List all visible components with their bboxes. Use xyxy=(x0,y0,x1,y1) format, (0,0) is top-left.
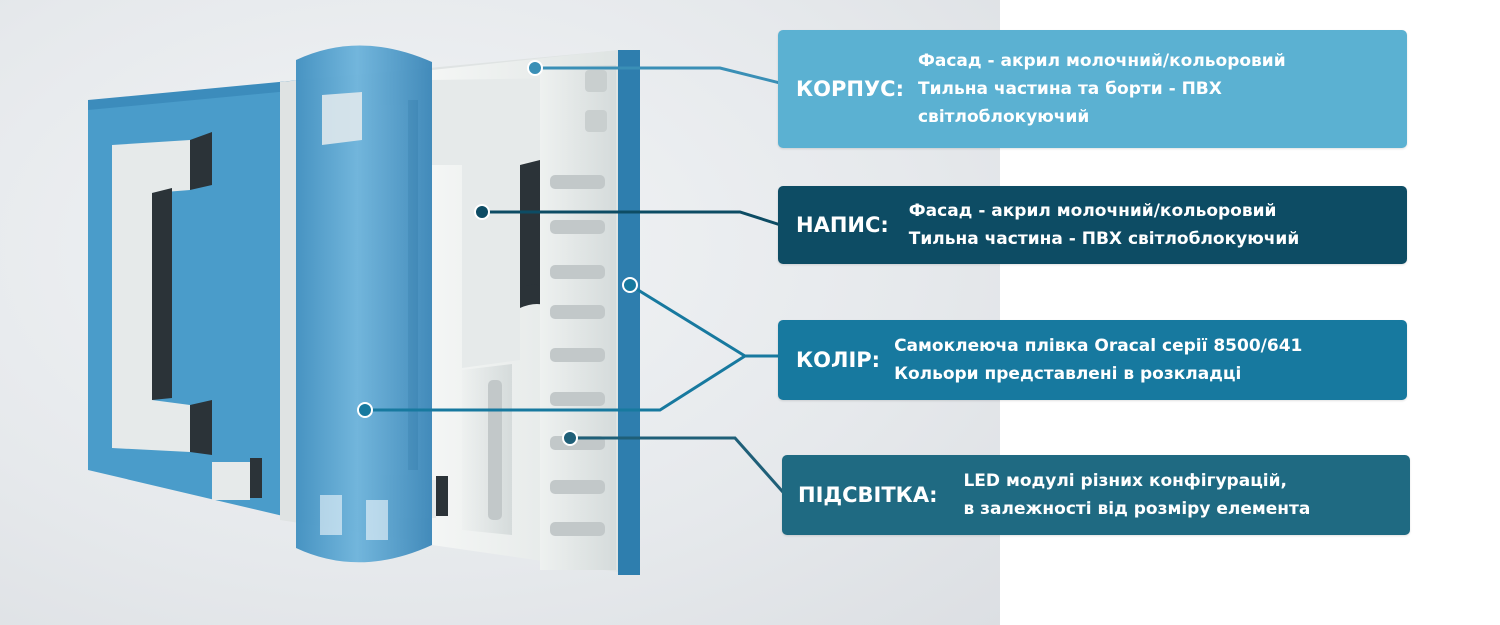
leader-line-text xyxy=(482,210,791,230)
callout-body-text: Фасад - акрил молочний/кольоровий Тильна… xyxy=(918,47,1286,131)
anchor-body xyxy=(527,60,543,76)
callout-lettering-line: Тильна частина - ПВХ світлоблокуючий xyxy=(908,229,1300,249)
callout-lighting-label: ПІДСВІТКА: xyxy=(798,483,938,507)
callout-body-line: Фасад - акрил молочний/кольоровий xyxy=(917,51,1286,71)
callout-color-text: Самоклеюча плівка Oracal серії 8500/641 … xyxy=(894,332,1302,388)
callout-lettering-label: НАПИС: xyxy=(796,213,889,237)
leader-line-body xyxy=(535,66,801,90)
letter-c xyxy=(112,132,212,455)
callout-body-line: світлоблокуючий xyxy=(917,107,1090,127)
leader-lines xyxy=(365,66,801,501)
callout-lighting: ПІДСВІТКА: LED модулі різних конфігураці… xyxy=(782,455,1410,535)
callout-lettering-text: Фасад - акрил молочний/кольоровий Тильна… xyxy=(909,197,1299,253)
callout-lighting-text: LED модулі різних конфігурацій, в залежн… xyxy=(963,467,1310,523)
anchor-points xyxy=(357,60,638,446)
leader-line-color-2 xyxy=(365,354,746,412)
callout-lettering-line: Фасад - акрил молочний/кольоровий xyxy=(908,201,1277,221)
anchor-color-1 xyxy=(622,277,638,293)
callout-body-label: КОРПУС: xyxy=(796,77,904,101)
callout-lighting-line: LED модулі різних конфігурацій, xyxy=(963,471,1287,491)
leader-line-color-1 xyxy=(629,283,790,358)
callout-color: КОЛІР: Самоклеюча плівка Oracal серії 85… xyxy=(778,320,1407,400)
anchor-lighting xyxy=(562,430,578,446)
callout-body-line: Тильна частина та борти - ПВХ xyxy=(917,79,1222,99)
callout-color-line: Кольори представлені в розкладці xyxy=(894,364,1242,384)
callout-color-line: Самоклеюча плівка Oracal серії 8500/641 xyxy=(894,336,1303,356)
anchor-color-2 xyxy=(357,402,373,418)
callout-body: КОРПУС: Фасад - акрил молочний/кольорови… xyxy=(778,30,1407,148)
leader-line-lighting xyxy=(570,436,792,501)
callout-lighting-line: в залежності від розміру елемента xyxy=(963,499,1311,519)
anchor-text xyxy=(474,204,490,220)
led-strip xyxy=(488,65,616,570)
side-wall-cylinder xyxy=(296,45,432,563)
callout-color-label: КОЛІР: xyxy=(796,348,881,372)
callout-lettering: НАПИС: Фасад - акрил молочний/кольоровий… xyxy=(778,186,1407,264)
